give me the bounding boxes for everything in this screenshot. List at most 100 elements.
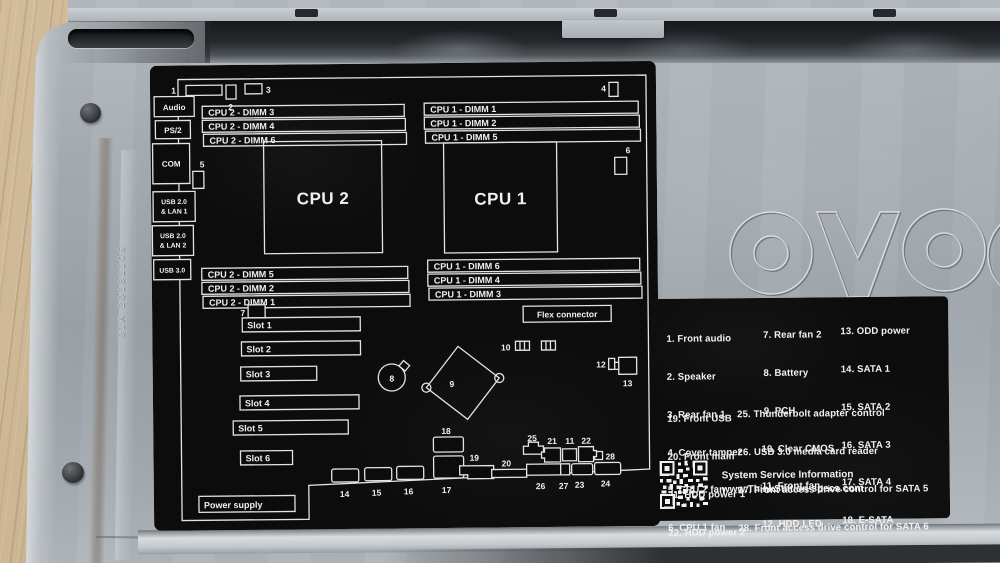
dimm-label: CPU 1 - DIMM 2	[430, 118, 496, 129]
usb-lan1-label: & LAN 1	[161, 208, 188, 215]
ps2-port-label: PS/2	[164, 126, 182, 135]
panel-top-lip	[56, 8, 1000, 22]
slot-label: Slot 6	[245, 453, 270, 463]
marker-label: 19	[470, 453, 480, 463]
usb-lan2-label: & LAN 2	[160, 242, 187, 249]
legend-item: 22. HDD power 2	[668, 526, 746, 539]
marker-label: 12	[596, 359, 606, 369]
marker-label: 17	[442, 485, 452, 495]
marker-label: 14	[340, 489, 350, 499]
panel-edge-shadow	[88, 137, 114, 563]
dimm-slot	[201, 265, 409, 281]
lenovo-logo-emboss	[729, 208, 1000, 302]
marker-label: 23	[575, 480, 585, 490]
marker-4-connector	[608, 81, 619, 98]
usb-lan2-port	[151, 224, 195, 257]
marker-label: 2	[228, 102, 233, 112]
legend-item: 14. SATA 1	[840, 363, 891, 376]
pcie-slot	[239, 394, 360, 411]
dimm-slot	[428, 285, 643, 301]
dimm-label: CPU 2 - DIMM 5	[208, 269, 274, 280]
edge-connector-26	[525, 463, 562, 476]
dimm-label: CPU 1 - DIMM 5	[431, 132, 497, 143]
audio-port	[153, 95, 195, 118]
marker-label: 28	[605, 451, 615, 461]
qr-code-icon	[659, 460, 709, 509]
pch-icon	[421, 345, 505, 421]
edge-connector-11	[561, 448, 578, 462]
edge-connector-16	[395, 465, 425, 481]
dimm-label: CPU 2 - DIMM 3	[208, 107, 274, 118]
edge-connector-23	[570, 462, 594, 476]
dimm-label: CPU 2 - DIMM 6	[209, 135, 275, 146]
marker-13-connector	[617, 356, 638, 375]
marker-label: 24	[601, 478, 611, 488]
dimm-slot	[202, 293, 411, 309]
legend-item: 1. Front audio	[666, 333, 732, 346]
dimm-label: CPU 2 - DIMM 1	[209, 297, 275, 308]
marker-3-connector	[244, 83, 263, 95]
dimm-slot	[201, 117, 407, 133]
pcie-slot	[241, 316, 361, 333]
dimm-label: CPU 2 - DIMM 2	[208, 283, 274, 294]
power-supply-box	[198, 494, 296, 514]
motherboard-diagram: 1 2 3 4 Audio PS/2 COM 5	[151, 74, 651, 522]
motherboard-diagram-label: 1 2 3 4 Audio PS/2 COM 5	[149, 60, 661, 531]
edge-connector-24	[593, 461, 622, 476]
flex-connector-box	[522, 304, 612, 323]
marker-label: 1	[171, 86, 176, 96]
pcie-slot	[240, 365, 318, 382]
marker-1-connector	[185, 84, 223, 97]
slot-label: Slot 5	[238, 423, 263, 433]
usb-lan1-label: USB 2.0	[161, 199, 187, 206]
marker-label: 11	[565, 436, 574, 446]
marker-label: 5	[200, 159, 205, 169]
dimm-slot	[202, 131, 408, 147]
slot-label: Slot 4	[245, 398, 270, 408]
marker-label: 6	[626, 145, 631, 155]
board-outline	[177, 74, 651, 522]
dimm-slot	[427, 271, 642, 287]
lip-notch	[295, 9, 318, 17]
service-info-title: System Service Information	[721, 469, 854, 482]
cpu2-label: CPU 2	[297, 189, 350, 209]
ps2-port	[154, 119, 192, 140]
legend-item: 26. USB 3.0 media card reader	[737, 445, 879, 459]
legend-item: 8. Battery	[760, 367, 809, 379]
dimm-slot	[201, 279, 410, 295]
cpu1-socket	[442, 141, 559, 254]
marker-label: 15	[372, 488, 382, 498]
legend-item: 7. Rear fan 2	[760, 329, 822, 342]
battery-tab	[398, 359, 411, 372]
marker-label: 27	[559, 481, 569, 491]
usb-lan1-port	[152, 190, 196, 223]
case-tab	[562, 20, 664, 38]
marker-6-connector	[614, 156, 628, 176]
legend-item: 28. Front access drive control for SATA …	[738, 520, 929, 534]
marker-label: 8	[389, 373, 394, 383]
slot-label: Slot 3	[246, 369, 271, 379]
pcie-slot	[239, 449, 294, 466]
flex-connector-label: Flex connector	[537, 309, 598, 320]
marker-label: 9	[449, 379, 454, 389]
battery-icon	[377, 363, 406, 392]
marker-label: 18	[441, 426, 451, 436]
legend-item: 19. Front USB	[667, 413, 732, 426]
dimm-label: CPU 1 - DIMM 6	[434, 261, 500, 272]
marker-label: 13	[623, 378, 633, 388]
marker-label: 26	[536, 481, 546, 491]
dimm-label: CPU 1 - DIMM 3	[435, 289, 501, 300]
lip-notch	[594, 9, 617, 17]
pcie-slot	[240, 340, 362, 357]
marker-label: 25	[527, 433, 537, 443]
marker-2-connector	[225, 84, 237, 100]
slot-label: Slot 2	[246, 344, 271, 354]
marker-label: 16	[404, 486, 414, 496]
jumper-icon	[540, 340, 557, 351]
com-port	[151, 142, 191, 185]
marker-12-connector	[607, 357, 616, 371]
stamped-date-code: 01A 20181106	[116, 244, 126, 338]
marker-label: 7	[240, 308, 245, 318]
legend-item: 13. ODD power	[840, 325, 910, 338]
